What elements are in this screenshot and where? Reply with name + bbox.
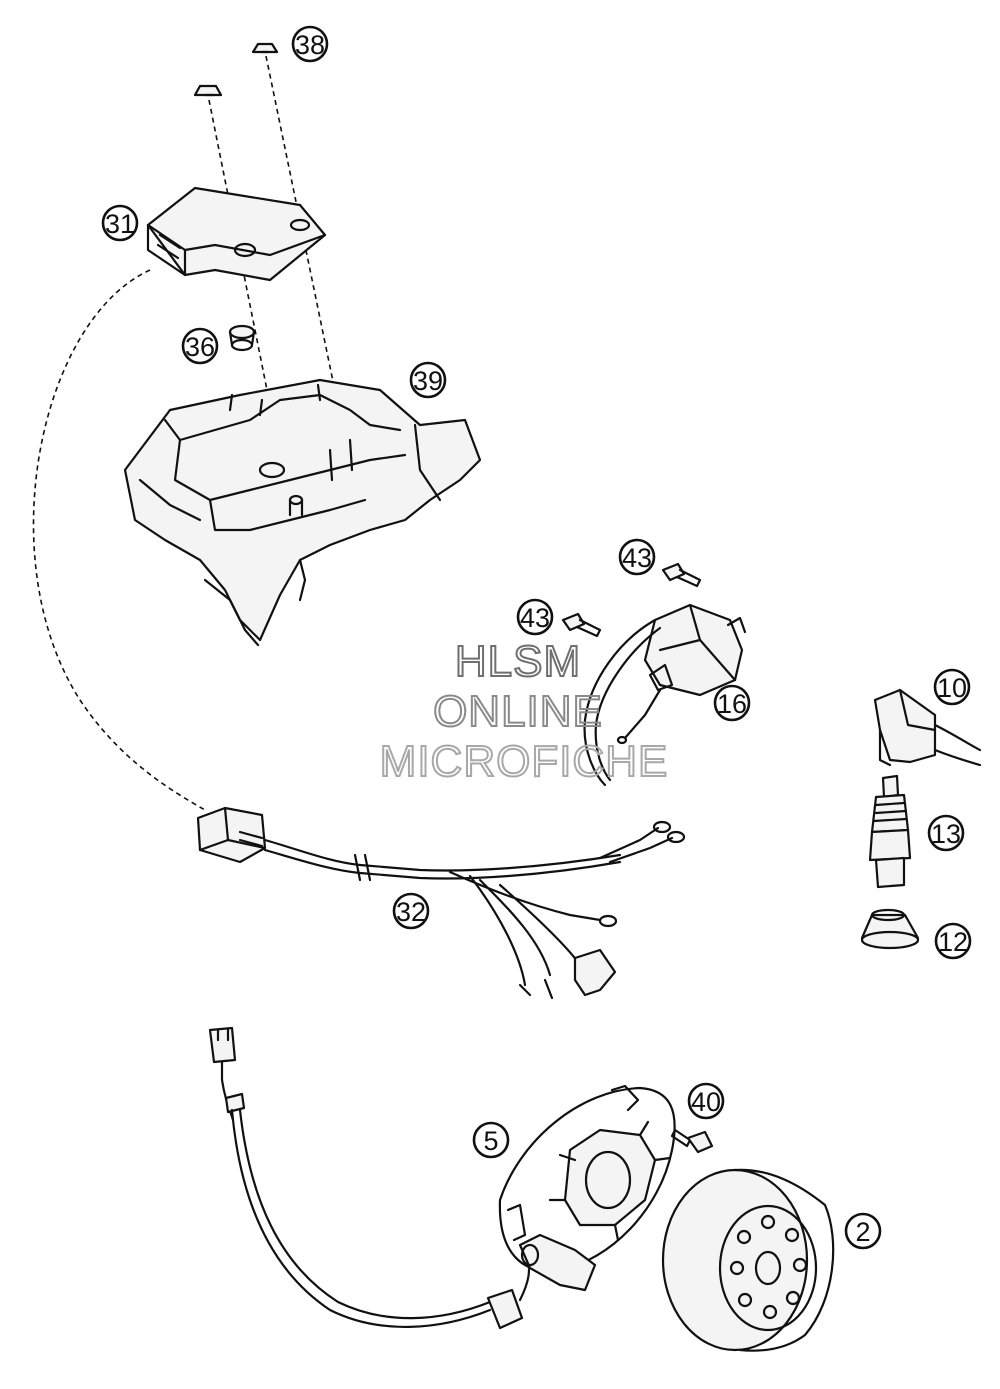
watermark-line-2: ONLINE	[433, 687, 603, 736]
callout-39: 39	[409, 361, 447, 399]
svg-text:31: 31	[105, 209, 135, 239]
ignition-coil-16	[583, 603, 747, 787]
svg-text:36: 36	[185, 332, 215, 362]
seal-12	[860, 908, 920, 950]
callout-36: 36	[181, 327, 219, 365]
stator-cable	[208, 1026, 531, 1330]
rotor-2	[661, 1168, 835, 1352]
callout-40: 40	[687, 1082, 725, 1120]
callout-32: 32	[392, 892, 430, 930]
svg-text:43: 43	[520, 603, 550, 633]
svg-text:43: 43	[622, 543, 652, 573]
callout-2: 2	[844, 1212, 882, 1250]
callout-43-lower: 43	[516, 598, 554, 636]
bracket-39	[123, 378, 482, 647]
svg-text:40: 40	[691, 1087, 721, 1117]
svg-text:39: 39	[413, 366, 443, 396]
screw-40	[670, 1128, 714, 1154]
screw-43-upper	[661, 562, 702, 588]
screw-38-lower	[193, 84, 223, 97]
callout-10: 10	[933, 668, 971, 706]
svg-text:5: 5	[483, 1126, 498, 1156]
svg-text:2: 2	[855, 1217, 870, 1247]
svg-text:38: 38	[295, 30, 325, 60]
callout-16: 16	[713, 684, 751, 722]
control-unit-31	[146, 186, 327, 282]
wiring-harness-32	[196, 806, 686, 1000]
svg-text:12: 12	[938, 927, 968, 957]
svg-text:32: 32	[396, 897, 426, 927]
screw-43-lower	[561, 612, 602, 638]
callout-13: 13	[927, 814, 965, 852]
watermark-line-3: MICROFICHE	[380, 737, 669, 786]
svg-text:16: 16	[717, 689, 747, 719]
callout-38: 38	[291, 25, 329, 63]
watermark-line-1: HLSM	[455, 637, 581, 686]
callout-43-upper: 43	[618, 538, 656, 576]
spacer-36	[228, 324, 256, 352]
spark-plug-13	[868, 774, 912, 889]
watermark: HLSM ONLINE MICROFICHE	[379, 636, 669, 787]
svg-text:13: 13	[931, 819, 961, 849]
callout-31: 31	[101, 204, 139, 242]
stator-5	[498, 1084, 676, 1292]
guide-line-cable-31	[32, 269, 206, 811]
callout-5: 5	[472, 1121, 510, 1159]
callout-12: 12	[934, 922, 972, 960]
spark-plug-cap-10	[873, 688, 982, 767]
screw-38-upper	[251, 42, 279, 54]
svg-text:10: 10	[937, 673, 967, 703]
